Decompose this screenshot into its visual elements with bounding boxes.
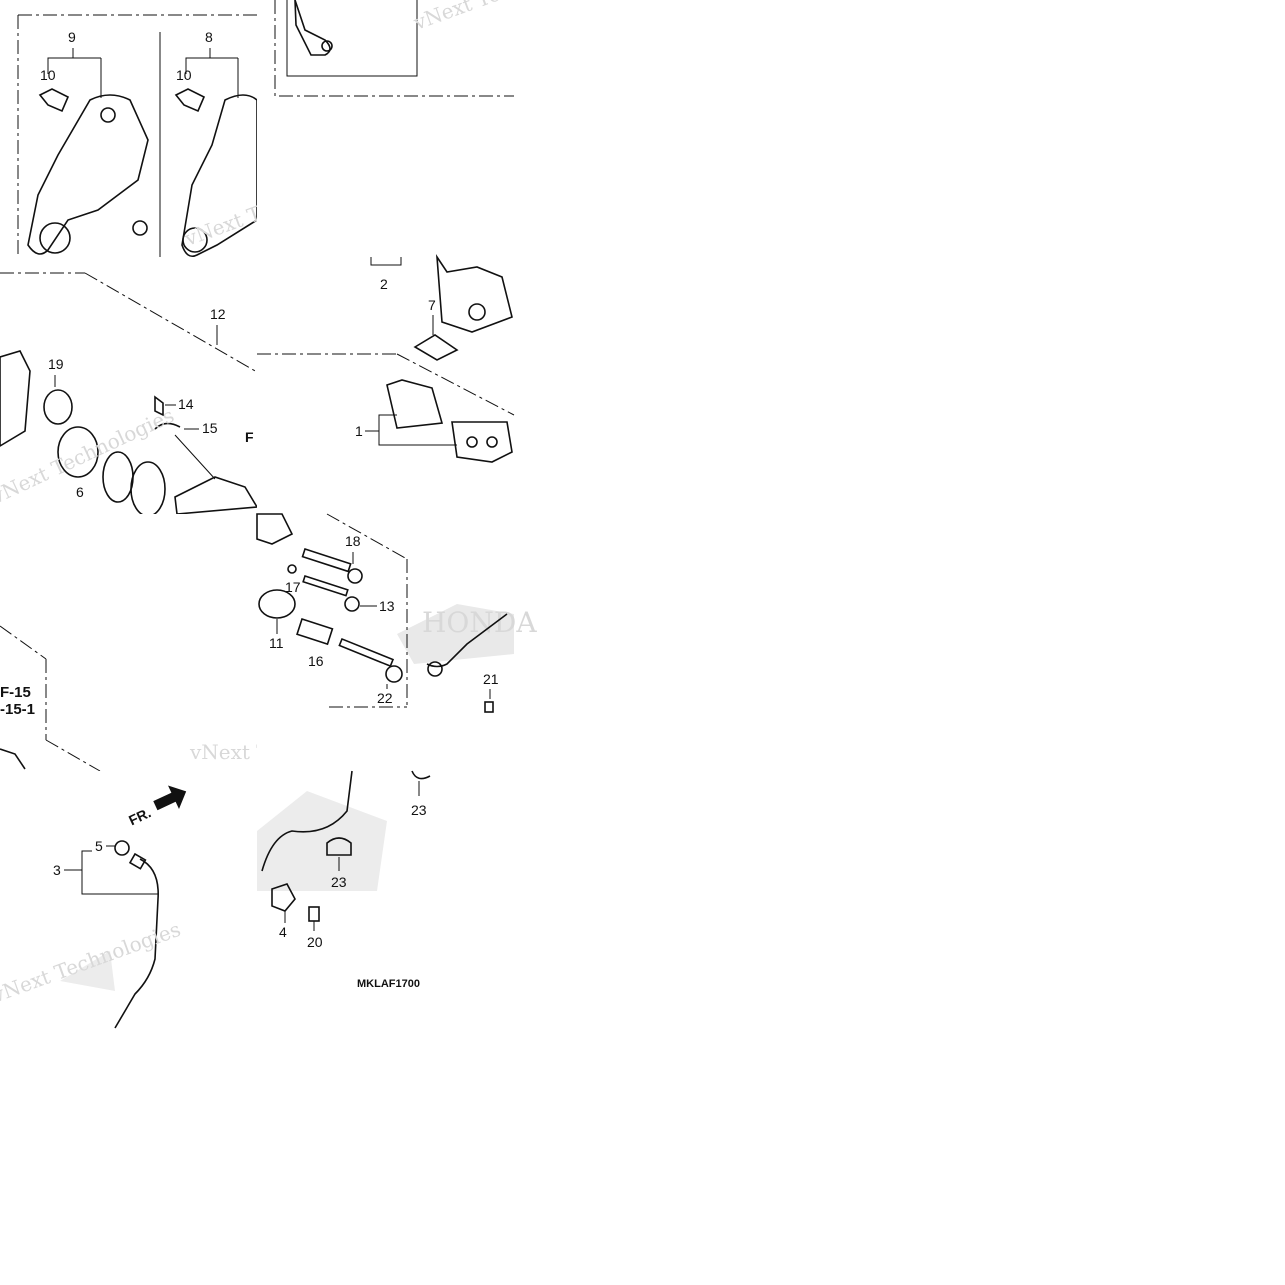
tile-top-right: vNext Technologies: [257, 0, 605, 257]
callout-7: 7: [428, 297, 436, 313]
callout-14: 14: [178, 396, 194, 412]
callout-23-bottom: 23: [331, 874, 347, 890]
callout-13: 13: [379, 598, 395, 614]
sleeve-icon: [296, 617, 334, 646]
sensor-wire-icon: [261, 770, 353, 872]
wire-clamp-icon: [326, 837, 352, 856]
piston-icon: [57, 426, 99, 478]
caliper-arm-icon: [294, 0, 331, 56]
callout-5: 5: [95, 838, 103, 854]
ref-label-b: -15-1: [0, 701, 35, 718]
caliper-body-icon: [0, 350, 31, 447]
tile-refs: F-15 -15-1 vNext Technologies: [0, 514, 389, 772]
tile-pins: HONDA 18 17 13 11 16 22 2: [256, 513, 537, 771]
tile-piston: 12 19 14 15 6 F vNext Technologies: [0, 257, 259, 517]
caliper-assembly-icon: [435, 254, 513, 333]
callout-8: 8: [205, 29, 213, 45]
callout-21: 21: [483, 671, 499, 687]
callout-22: 22: [377, 690, 393, 706]
seal-ring-icon: [102, 451, 134, 503]
bleeder-icon: [154, 395, 164, 417]
wheel-speed-sensor-wire-icon: [114, 858, 159, 1029]
pad-clip-icon: [174, 88, 206, 113]
callout-18: 18: [345, 533, 361, 549]
diagram-code: MKLAF1700: [357, 978, 420, 990]
ref-label-partial: F: [245, 429, 254, 445]
brake-pad-icon: [386, 379, 444, 429]
o-ring-icon: [287, 564, 297, 574]
tile-pads: 2 7 1: [257, 254, 515, 514]
arrow-icon: [153, 785, 187, 811]
brake-pad-icon: [451, 421, 513, 463]
bolt-icon: [484, 701, 494, 713]
caliper-bracket-icon: [181, 94, 258, 258]
callout-1: 1: [355, 423, 363, 439]
callout-9: 9: [68, 29, 76, 45]
tile-wire: FR. 5 3 vNext Technologies: [0, 771, 257, 1029]
honda-watermark: [397, 604, 514, 664]
callout-12: 12: [210, 306, 226, 322]
callout-10-right: 10: [176, 67, 192, 83]
slide-pin-icon: [301, 547, 352, 573]
pad-clip-icon: [38, 88, 70, 113]
callout-23-top: 23: [411, 802, 427, 818]
callout-2: 2: [380, 276, 388, 292]
wire-clamp-icon: [411, 770, 431, 780]
boot-icon: [258, 589, 296, 619]
honda-watermark: [257, 791, 387, 891]
watermark-text: vNext Technologies: [410, 0, 606, 35]
callout-11: 11: [269, 635, 284, 651]
callout-20: 20: [307, 934, 323, 950]
ref-label-a: F-15: [0, 684, 31, 701]
direction-arrow: FR.: [126, 785, 187, 828]
pin-icon: [302, 574, 349, 597]
callout-4: 4: [279, 924, 287, 940]
seal-ring-icon: [130, 461, 166, 517]
sensor-stay-icon: [271, 883, 296, 912]
sensor-connector-icon: [128, 852, 147, 870]
bolt-icon: [308, 906, 320, 922]
honda-watermark-text: HONDA: [422, 606, 537, 639]
callout-16: 16: [308, 653, 324, 669]
spring-clip-icon: [413, 334, 459, 361]
callout-10-left: 10: [40, 67, 56, 83]
grommet-icon: [114, 840, 130, 856]
direction-label: FR.: [126, 804, 153, 828]
callout-6: 6: [76, 484, 84, 500]
callout-19: 19: [48, 356, 64, 372]
callout-17: 17: [285, 579, 301, 595]
cap-icon: [154, 422, 181, 430]
tile-brackets: 9 10 8 10 vNext Technologies: [0, 0, 376, 258]
watermark-text: vNext Technologies: [0, 917, 184, 1008]
callout-3: 3: [53, 862, 61, 878]
tile-clamps: 23 23 4 20 MKLAF1700: [257, 770, 514, 1028]
caliper-body-icon: [174, 476, 259, 515]
caliper-bracket-icon: [27, 94, 149, 255]
dust-seal-icon: [43, 389, 73, 425]
bolt-icon: [338, 637, 395, 668]
callout-15: 15: [202, 420, 218, 436]
